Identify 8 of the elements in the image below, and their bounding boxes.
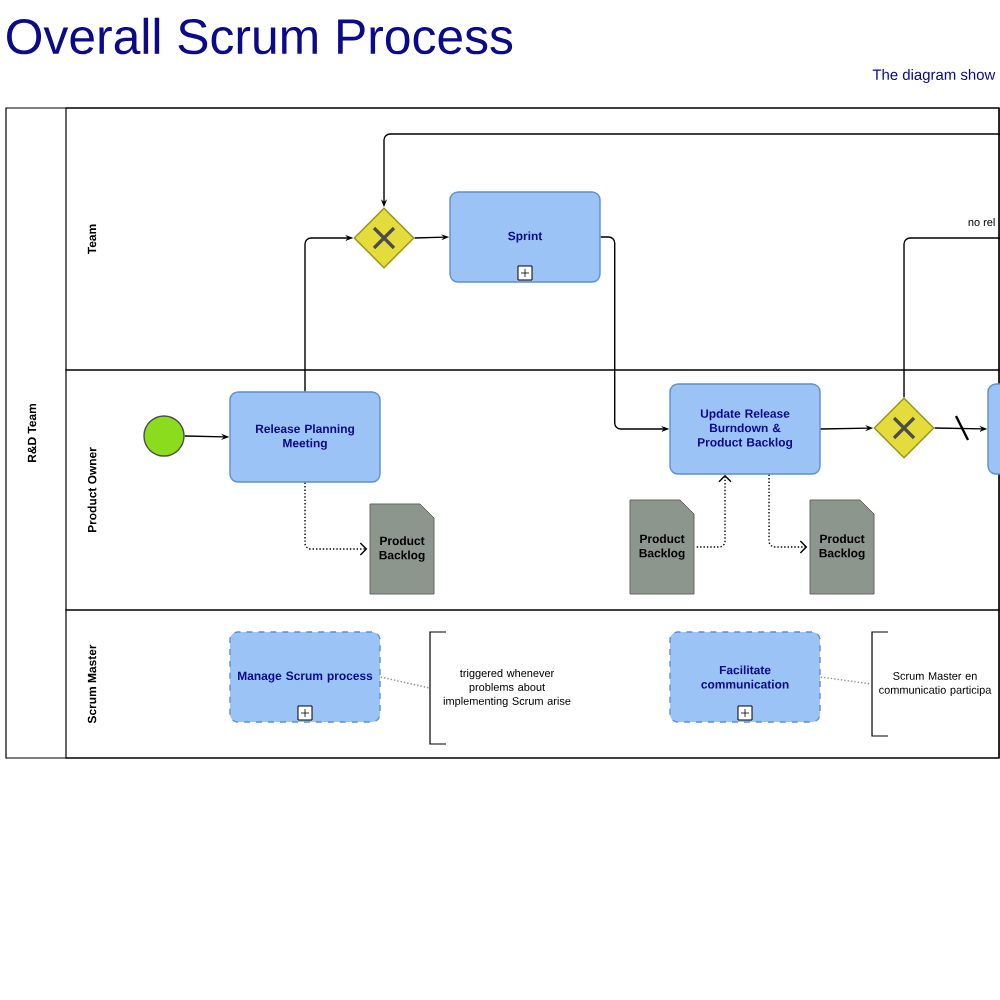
arrow: [304, 482, 368, 556]
gateway-diamond: [353, 207, 415, 269]
arrow: [768, 474, 808, 554]
start-event-circle: [143, 415, 185, 457]
gateway-diamond: [873, 397, 935, 459]
task-box: [987, 383, 1000, 475]
arrow: [696, 474, 732, 548]
diagram-title: Overall Scrum Process: [7, 17, 513, 55]
